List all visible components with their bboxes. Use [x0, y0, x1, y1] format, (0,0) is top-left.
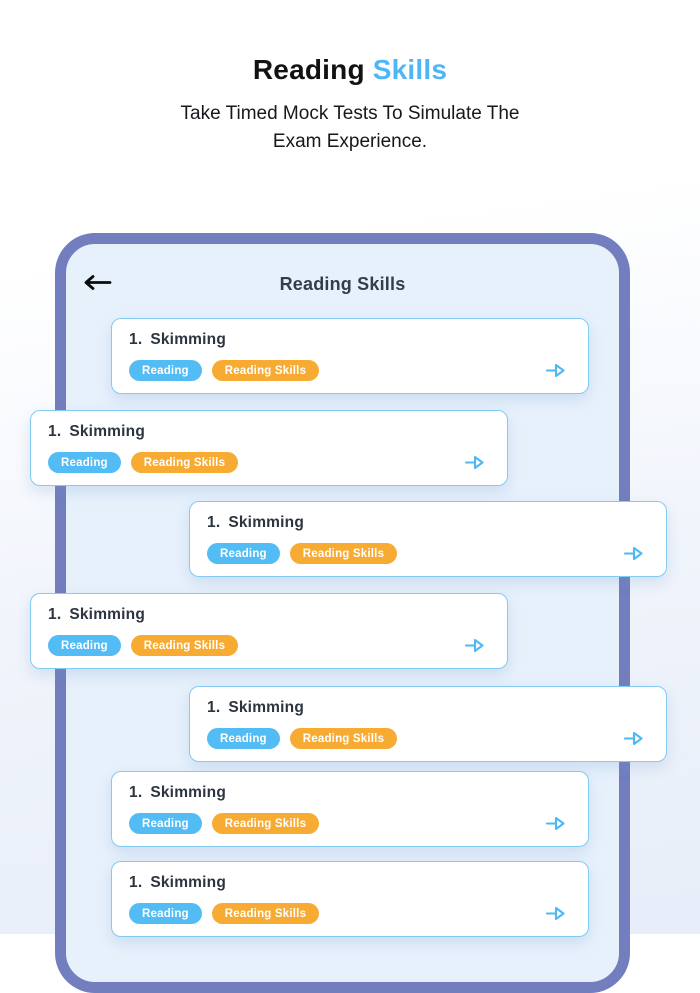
card-tags: Reading Reading Skills [48, 635, 239, 656]
card-number: 1. [129, 784, 143, 801]
card-name: Skimming [228, 699, 304, 716]
tag-blue: Reading [129, 903, 202, 924]
phone-header: Reading Skills [66, 272, 619, 296]
card-tags: Reading Reading Skills [129, 360, 320, 381]
page-subtitle-line1: Take Timed Mock Tests To Simulate The [180, 103, 520, 124]
card-number: 1. [129, 331, 143, 348]
card-title: 1. Skimming [129, 874, 226, 892]
back-arrow-icon [82, 274, 112, 294]
tag-blue: Reading [48, 452, 121, 473]
skill-card[interactable]: 1. Skimming Reading Reading Skills [30, 410, 508, 486]
card-number: 1. [48, 423, 62, 440]
phone-header-title: Reading Skills [279, 274, 406, 294]
tag-orange: Reading Skills [211, 360, 320, 381]
card-title: 1. Skimming [48, 423, 145, 441]
card-title: 1. Skimming [129, 784, 226, 802]
tag-orange: Reading Skills [130, 635, 239, 656]
card-number: 1. [129, 874, 143, 891]
skill-card[interactable]: 1. Skimming Reading Reading Skills [111, 771, 589, 847]
skill-card[interactable]: 1. Skimming Reading Reading Skills [111, 318, 589, 394]
arrow-right-icon[interactable] [623, 544, 645, 563]
tag-blue: Reading [129, 360, 202, 381]
card-title: 1. Skimming [207, 699, 304, 717]
arrow-right-icon[interactable] [464, 453, 486, 472]
card-title: 1. Skimming [129, 331, 226, 349]
arrow-right-icon[interactable] [545, 904, 567, 923]
card-tags: Reading Reading Skills [207, 543, 398, 564]
card-name: Skimming [150, 331, 226, 348]
page-subtitle-line2: Exam Experience. [272, 131, 428, 152]
tag-orange: Reading Skills [289, 543, 398, 564]
card-number: 1. [207, 514, 221, 531]
page-title-accent: Skills [372, 54, 448, 85]
arrow-right-icon[interactable] [545, 361, 567, 380]
skill-card[interactable]: 1. Skimming Reading Reading Skills [189, 686, 667, 762]
tag-blue: Reading [207, 543, 280, 564]
tag-orange: Reading Skills [211, 903, 320, 924]
card-title: 1. Skimming [207, 514, 304, 532]
card-name: Skimming [228, 514, 304, 531]
skill-card[interactable]: 1. Skimming Reading Reading Skills [189, 501, 667, 577]
tag-orange: Reading Skills [289, 728, 398, 749]
arrow-right-icon[interactable] [545, 814, 567, 833]
card-name: Skimming [69, 423, 145, 440]
card-tags: Reading Reading Skills [129, 813, 320, 834]
card-tags: Reading Reading Skills [48, 452, 239, 473]
tag-blue: Reading [48, 635, 121, 656]
tag-blue: Reading [207, 728, 280, 749]
tag-orange: Reading Skills [130, 452, 239, 473]
skill-card[interactable]: 1. Skimming Reading Reading Skills [111, 861, 589, 937]
arrow-right-icon[interactable] [464, 636, 486, 655]
skill-card[interactable]: 1. Skimming Reading Reading Skills [30, 593, 508, 669]
card-name: Skimming [150, 874, 226, 891]
card-name: Skimming [69, 606, 145, 623]
card-tags: Reading Reading Skills [207, 728, 398, 749]
arrow-right-icon[interactable] [623, 729, 645, 748]
card-title: 1. Skimming [48, 606, 145, 624]
tag-blue: Reading [129, 813, 202, 834]
page-subtitle: Take Timed Mock Tests To Simulate The Ex… [0, 100, 700, 156]
tag-orange: Reading Skills [211, 813, 320, 834]
page-title: Reading Skills [0, 54, 700, 86]
hero-section: Reading Skills Take Timed Mock Tests To … [0, 54, 700, 156]
card-number: 1. [48, 606, 62, 623]
card-tags: Reading Reading Skills [129, 903, 320, 924]
page-title-primary: Reading [252, 54, 365, 85]
card-number: 1. [207, 699, 221, 716]
back-button[interactable] [80, 273, 114, 295]
card-name: Skimming [150, 784, 226, 801]
